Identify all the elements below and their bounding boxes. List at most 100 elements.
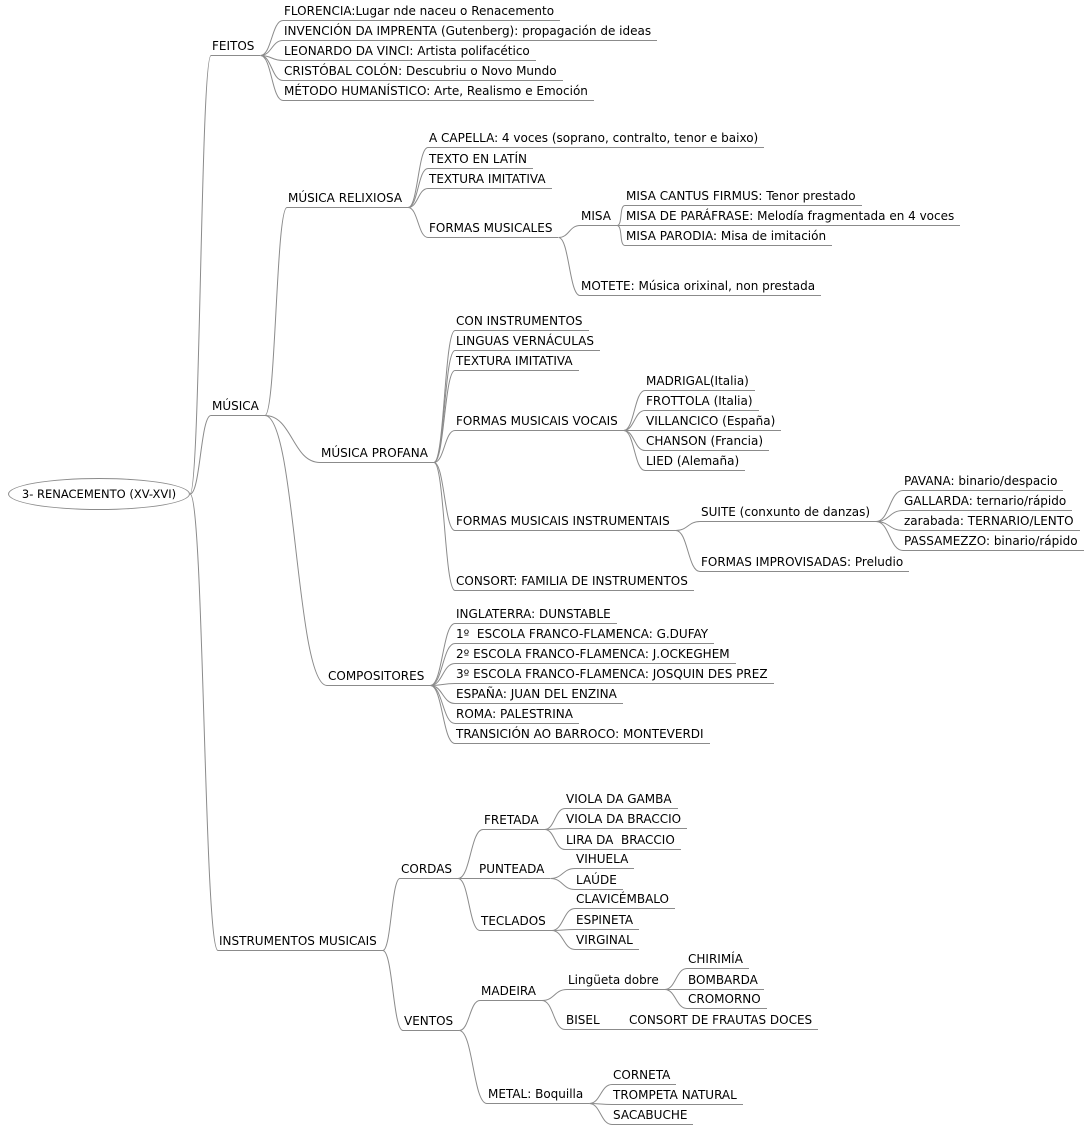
mindmap-node[interactable]: COMPOSITORES [327, 669, 431, 686]
mindmap-node[interactable]: 3º ESCOLA FRANCO-FLAMENCA: JOSQUIN DES P… [455, 667, 774, 684]
mindmap-node[interactable]: CHANSON (Francia) [645, 434, 770, 451]
mindmap-node[interactable]: LIRA DA BRACCIO [565, 833, 681, 850]
mindmap-node[interactable]: MISA [580, 209, 617, 226]
mindmap-node[interactable]: CHIRIMÍA [687, 952, 749, 969]
mindmap-node[interactable]: TEXTURA IMITATIVA [455, 354, 579, 371]
mindmap-node[interactable]: SACABUCHE [612, 1108, 694, 1125]
mindmap-node[interactable]: TEXTO EN LATÍN [428, 152, 533, 169]
mindmap-edge [189, 55, 212, 495]
mindmap-node[interactable]: CORDAS [400, 862, 459, 879]
mindmap-node[interactable]: VENTOS [403, 1014, 460, 1031]
mindmap-node[interactable]: CONSORT: FAMILIA DE INSTRUMENTOS [455, 574, 694, 591]
mindmap-node[interactable]: VIOLA DA GAMBA [565, 792, 678, 809]
mindmap-node[interactable]: FORMAS MUSICAIS VOCAIS [455, 414, 624, 431]
mindmap-edge [264, 207, 288, 416]
mindmap-node[interactable]: SUITE (conxunto de danzas) [700, 505, 877, 522]
mindmap-node[interactable]: CRISTÓBAL COLÓN: Descubriu o Novo Mundo [283, 64, 563, 81]
mindmap-node[interactable]: PUNTEADA [478, 862, 551, 879]
mindmap-edge [550, 868, 576, 879]
mindmap-node[interactable]: MOTETE: Música orixinal, non prestada [580, 279, 822, 296]
mindmap-edge [616, 225, 626, 246]
mindmap-node[interactable]: FROTTOLA (Italia) [645, 394, 759, 411]
mindmap-node[interactable]: INGLATERRA: DUNSTABLE [455, 607, 617, 624]
mindmap-node[interactable]: CROMORNO [687, 992, 767, 1009]
mindmap-edge [260, 55, 284, 101]
mindmap-node[interactable]: A CAPELLA: 4 voces (soprano, contralto, … [428, 131, 765, 148]
mindmap-node[interactable]: VIRGINAL [575, 933, 639, 950]
mindmap-edge [544, 829, 566, 850]
mindmap-node[interactable]: 1º ESCOLA FRANCO-FLAMENCA: G.DUFAY [455, 627, 715, 644]
mindmap-edge [616, 205, 626, 226]
mindmap-edge [382, 950, 404, 1031]
mindmap-node[interactable]: FRETADA [483, 813, 545, 830]
mindmap-node[interactable]: PAVANA: binario/despacio [903, 474, 1064, 491]
mindmap-node[interactable]: FLORENCIA:Lugar nde naceu o Renacemento [283, 4, 561, 21]
mindmap-node[interactable]: VIOLA DA BRACCIO [565, 812, 688, 829]
mindmap-node[interactable]: MISA PARODIA: Misa de imitación [625, 229, 833, 246]
mindmap-edge [407, 207, 429, 238]
mindmap-edge [433, 462, 456, 531]
mindmap-node[interactable]: MÉTODO HUMANÍSTICO: Arte, Realismo e Emo… [283, 84, 594, 101]
mindmap-edge [664, 989, 688, 1009]
mindmap-node[interactable]: VILLANCICO (España) [645, 414, 782, 431]
mindmap-node[interactable]: MÚSICA RELIXIOSA [287, 191, 409, 208]
mindmap-edge [382, 878, 401, 951]
mindmap-node[interactable]: PASSAMEZZO: binario/rápido [903, 534, 1084, 551]
mindmap-edge [430, 685, 456, 744]
mindmap-node[interactable]: BISEL [565, 1013, 606, 1030]
mindmap-node[interactable]: VIHUELA [575, 852, 635, 869]
mindmap-node[interactable]: ROMA: PALESTRINA [455, 707, 579, 724]
mindmap-node[interactable]: METAL: Boquilla [487, 1087, 590, 1104]
mindmap-edge [589, 1103, 613, 1125]
mindmap-node[interactable]: 2º ESCOLA FRANCO-FLAMENCA: J.OCKEGHEM [455, 647, 736, 664]
mindmap-node[interactable]: MISA CANTUS FIRMUS: Tenor prestado [625, 189, 862, 206]
mindmap-node[interactable]: CLAVICÉMBALO [575, 892, 675, 909]
mindmap-node[interactable]: Lingüeta dobre [567, 973, 665, 990]
mindmap-node[interactable]: MÚSICA PROFANA [320, 446, 434, 463]
mindmap-node[interactable]: GALLARDA: ternario/rápido [903, 494, 1073, 511]
mindmap-node[interactable]: CON INSTRUMENTOS [455, 314, 589, 331]
mindmap-node[interactable]: INVENCIÓN DA IMPRENTA (Gutenberg): propa… [283, 24, 658, 41]
mindmap-node[interactable]: TEXTURA IMITATIVA [428, 172, 552, 189]
mindmap-node[interactable]: TECLADOS [480, 914, 552, 931]
mindmap-node[interactable]: FORMAS MUSICAIS INSTRUMENTAIS [455, 514, 676, 531]
mindmap-node[interactable]: LAÚDE [575, 873, 623, 890]
mindmap-edge [457, 829, 484, 879]
mindmap-node[interactable]: ESPINETA [575, 913, 640, 930]
mindmap-node[interactable]: CORNETA [612, 1068, 677, 1085]
mindmap-node[interactable]: ESPAÑA: JUAN DEL ENZINA [455, 687, 623, 704]
mindmap-edge [433, 330, 456, 463]
mindmap-node[interactable]: MADRIGAL(Italia) [645, 374, 755, 391]
mindmap-node[interactable]: BOMBARDA [687, 973, 764, 990]
mindmap-node[interactable]: zarabada: TERNARIO/LENTO [903, 514, 1080, 531]
mindmap-edge [459, 1000, 481, 1031]
mindmap-edge [550, 878, 576, 890]
mindmap-node[interactable]: MÚSICA [211, 399, 265, 416]
mindmap-edge [544, 808, 566, 830]
mindmap-edge [623, 430, 646, 451]
mindmap-edge [558, 225, 581, 238]
mindmap-node[interactable]: INSTRUMENTOS MUSICAIS [218, 934, 383, 951]
mindmap-edge [875, 490, 904, 522]
mindmap-node[interactable]: MISA DE PARÁFRASE: Melodía fragmentada e… [625, 209, 961, 226]
mindmap-node[interactable]: LINGUAS VERNÁCULAS [455, 334, 600, 351]
mindmap-node[interactable]: CONSORT DE FRAUTAS DOCES [628, 1013, 819, 1030]
mindmap-node[interactable]: FEITOS [211, 39, 261, 56]
mindmap-edge [457, 878, 481, 931]
mindmap-node[interactable]: FORMAS IMPROVISADAS: Preludio [700, 555, 910, 572]
mindmap-node[interactable]: TRANSICIÓN AO BARROCO: MONTEVERDI [455, 727, 710, 744]
mindmap-node[interactable]: TROMPETA NATURAL [612, 1088, 743, 1105]
mindmap-edge [541, 1000, 566, 1030]
mindmap-node[interactable]: MADEIRA [480, 984, 542, 1001]
mindmap-node[interactable]: LIED (Alemaña) [645, 454, 746, 471]
mindmap-node[interactable]: LEONARDO DA VINCI: Artista polifacético [283, 44, 536, 61]
mindmap-edge [408, 188, 429, 208]
mindmap-node[interactable]: FORMAS MUSICALES [428, 221, 559, 238]
mindmap-edge [558, 237, 581, 296]
mindmap-root-node[interactable]: 3- RENACEMENTO (XV-XVI) [8, 478, 190, 510]
mindmap-edge [458, 1030, 488, 1104]
mindmap-edge [541, 989, 568, 1001]
mindmap-edge [189, 415, 212, 495]
